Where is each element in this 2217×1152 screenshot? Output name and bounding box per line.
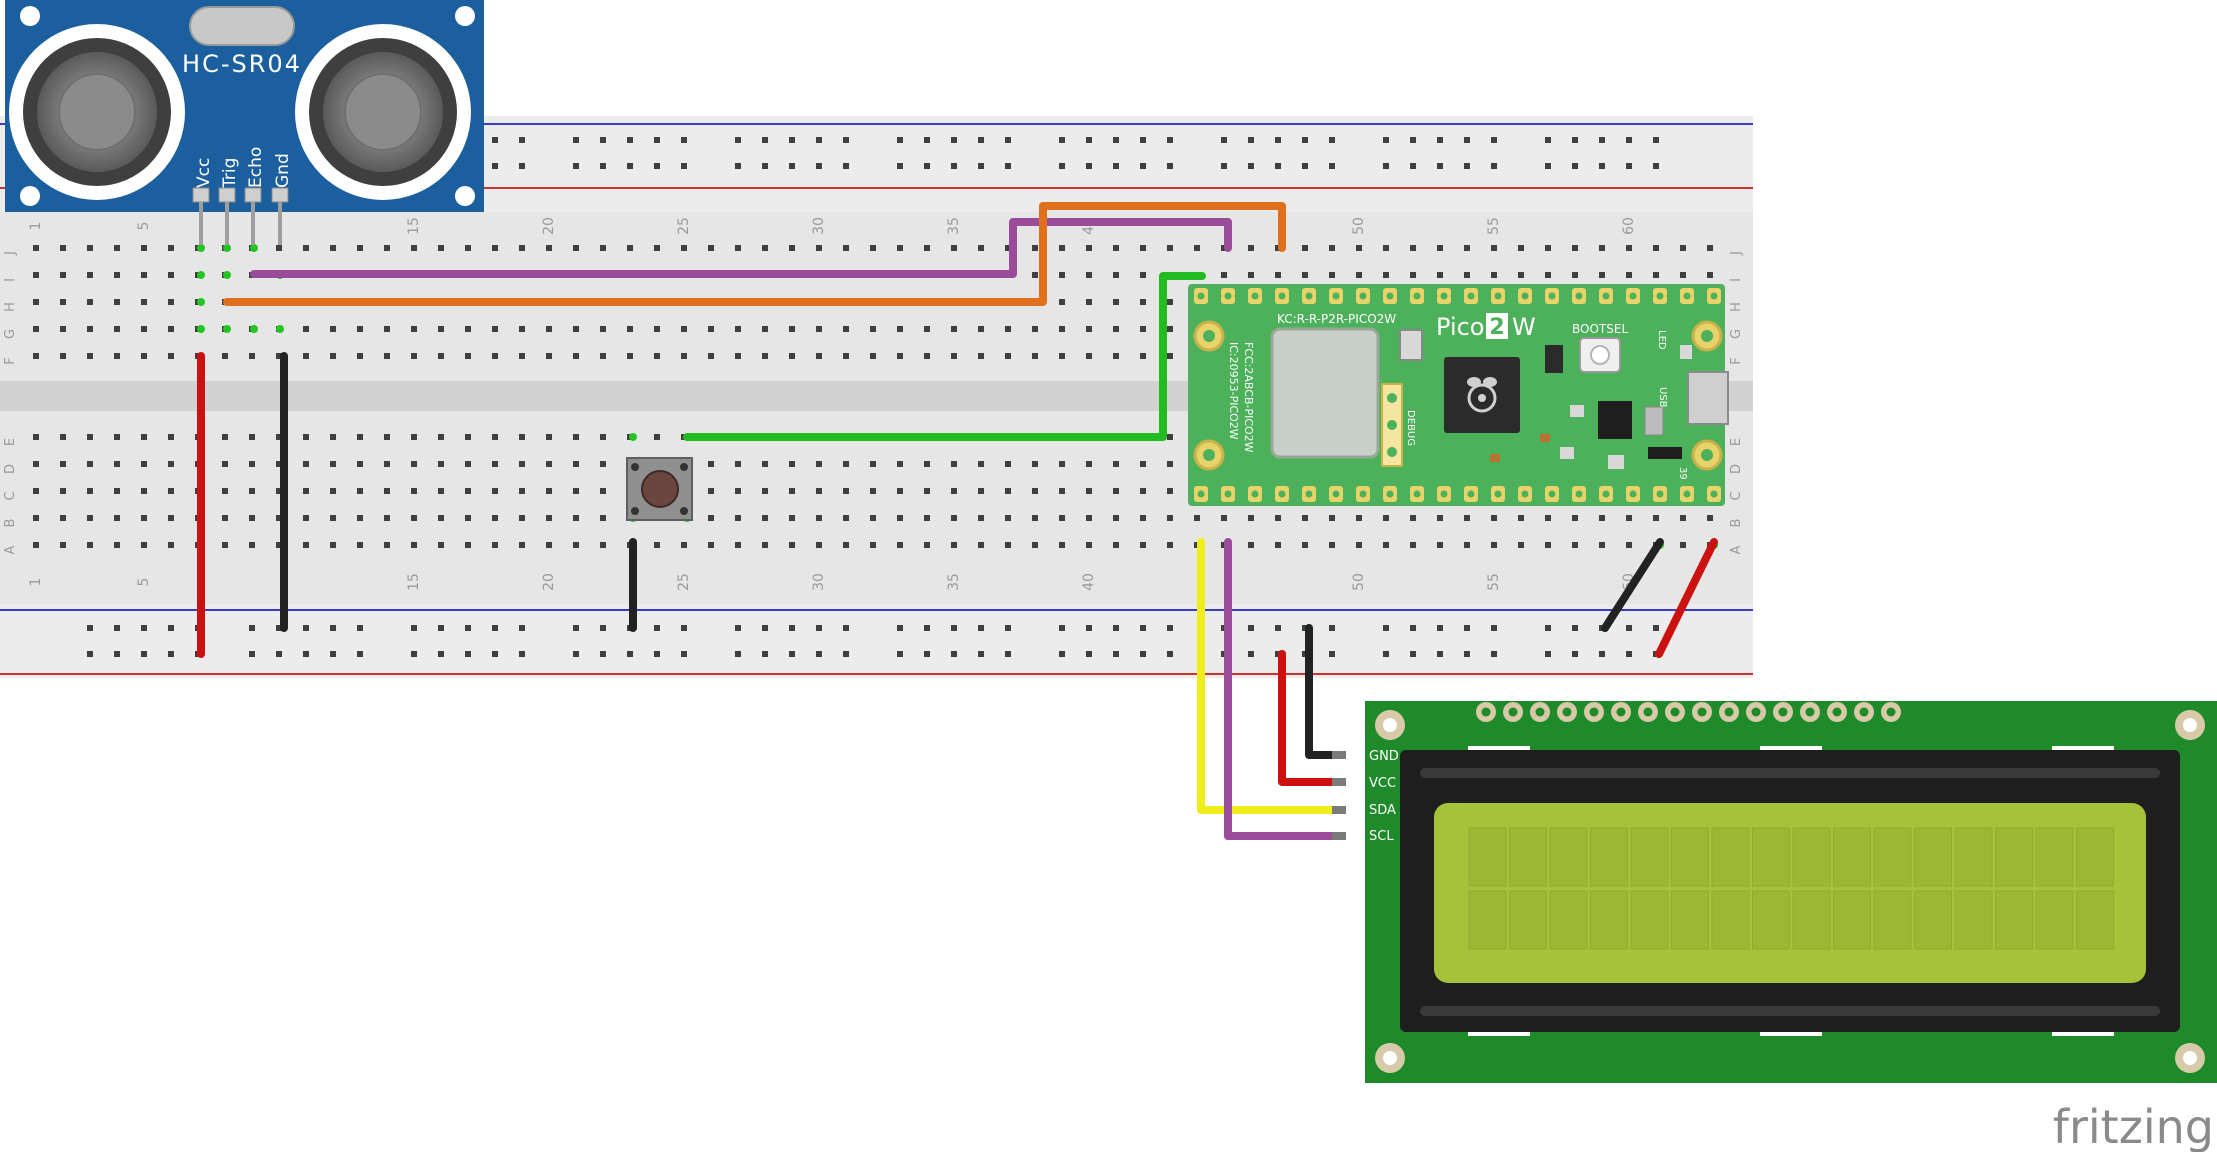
lcd-pin-scl: SCL bbox=[1369, 829, 1394, 844]
column-number: 55 bbox=[1486, 217, 1502, 235]
column-number: 15 bbox=[406, 217, 422, 235]
button-cap[interactable] bbox=[641, 470, 679, 508]
row-letter: J bbox=[1729, 251, 1744, 256]
lcd-wires bbox=[1197, 538, 1339, 840]
row-letter: G bbox=[1729, 329, 1744, 339]
pin-number-label: 39 bbox=[1677, 467, 1688, 480]
wire-echo-purple bbox=[250, 218, 1232, 278]
mount-hole bbox=[20, 186, 40, 206]
sensor-pin-legs bbox=[199, 202, 282, 245]
pico-id-text: KC:R-R-P2R-PICO2W bbox=[1277, 312, 1396, 326]
row-letter: C bbox=[3, 491, 18, 500]
row-letter: A bbox=[1729, 545, 1744, 554]
crystal-oscillator bbox=[189, 6, 295, 46]
column-number: 20 bbox=[541, 573, 557, 591]
column-number: 35 bbox=[946, 217, 962, 235]
pin-label-trig: Trig bbox=[220, 158, 240, 189]
column-number: 1 bbox=[28, 578, 44, 587]
lcd-character-cells bbox=[1468, 827, 2114, 950]
row-letter: H bbox=[3, 302, 18, 312]
row-letter: F bbox=[1729, 357, 1744, 364]
row-letter: G bbox=[3, 329, 18, 339]
row-letter: B bbox=[1729, 519, 1744, 528]
column-number: 40 bbox=[1081, 573, 1097, 591]
row-letter: D bbox=[1729, 464, 1744, 474]
usb-label: USB bbox=[1657, 387, 1668, 408]
ultrasonic-transducer-right bbox=[295, 24, 471, 200]
pico-fcc-text: FCC:2ABCB-PICO2W bbox=[1242, 342, 1255, 453]
row-letter: J bbox=[3, 251, 18, 256]
sensor-model-label: HC-SR04 bbox=[182, 50, 302, 78]
column-number: 15 bbox=[406, 573, 422, 591]
column-number: 5 bbox=[136, 578, 152, 587]
row-letter: I bbox=[1729, 278, 1744, 282]
wire-sda-yellow bbox=[1197, 538, 1339, 814]
wire-scl-purple bbox=[1224, 538, 1339, 840]
raspberry-logo-icon bbox=[1467, 377, 1497, 413]
sensor-header-pins bbox=[192, 187, 289, 203]
bootsel-label: BOOTSEL bbox=[1572, 322, 1628, 336]
pin-label-echo: Echo bbox=[246, 147, 266, 188]
row-letter: C bbox=[1729, 491, 1744, 500]
debug-label: DEBUG bbox=[1405, 410, 1416, 446]
column-number: 30 bbox=[811, 573, 827, 591]
usb-connector[interactable] bbox=[1687, 371, 1729, 425]
fritzing-logo: fritzing bbox=[2053, 1100, 2214, 1152]
column-number: 30 bbox=[811, 217, 827, 235]
row-letter: F bbox=[3, 357, 18, 364]
column-number: 5 bbox=[136, 222, 152, 231]
lcd-16x2-module: GND VCC SDA SCL bbox=[1332, 701, 2217, 1083]
column-number: 25 bbox=[676, 573, 692, 591]
row-letter: I bbox=[3, 278, 18, 282]
column-number: 55 bbox=[1486, 573, 1502, 591]
row-letter: E bbox=[3, 438, 18, 446]
wire-pico-vbus-red bbox=[1655, 538, 1718, 658]
column-number: 1 bbox=[28, 222, 44, 231]
mount-hole bbox=[455, 186, 475, 206]
bottom-power-rail bbox=[0, 604, 1753, 678]
lcd-header-pads bbox=[1476, 702, 1901, 722]
row-letter: B bbox=[3, 519, 18, 528]
ultrasonic-transducer-left bbox=[9, 24, 185, 200]
lcd-pin-vcc: VCC bbox=[1369, 776, 1396, 791]
hc-sr04-sensor: HC-SR04 Vcc Trig Echo Gnd bbox=[5, 0, 484, 245]
push-button[interactable] bbox=[626, 457, 693, 521]
column-number: 60 bbox=[1621, 217, 1637, 235]
lcd-pin-sda: SDA bbox=[1369, 803, 1396, 818]
wire-button-green bbox=[683, 272, 1206, 441]
pico-name-suffix: W bbox=[1512, 313, 1536, 341]
mount-hole bbox=[20, 6, 40, 26]
pico-ic-text: IC:20953-PICO2W bbox=[1227, 342, 1240, 440]
lcd-pin-gnd: GND bbox=[1369, 749, 1399, 764]
led-label: LED bbox=[1656, 330, 1667, 350]
column-number: 35 bbox=[946, 573, 962, 591]
pin-label-vcc: Vcc bbox=[194, 158, 214, 188]
pico-pin-row bbox=[1194, 288, 1721, 502]
row-letter: D bbox=[3, 464, 18, 474]
pico-2w-board: Pico 2 W KC:R-R-P2R-PICO2W BOOTSEL FCC:2… bbox=[1188, 284, 1729, 506]
wire-pico-gnd-black bbox=[1601, 538, 1664, 632]
wires bbox=[197, 202, 1718, 658]
column-number: 50 bbox=[1351, 573, 1367, 591]
column-number: 25 bbox=[676, 217, 692, 235]
wifi-module bbox=[1270, 327, 1380, 459]
wire-lcd-gnd-black bbox=[1305, 624, 1339, 759]
row-letter: A bbox=[3, 545, 18, 554]
mount-hole bbox=[455, 6, 475, 26]
pico-name: Pico bbox=[1436, 313, 1485, 341]
row-letters: J J I I H H G G F F E E D D C C B B A A bbox=[3, 251, 1744, 554]
row-letter: H bbox=[1729, 302, 1744, 312]
wire-trig-orange bbox=[223, 202, 1286, 306]
row-letter: E bbox=[1729, 438, 1744, 446]
wire-lcd-vcc-red bbox=[1278, 650, 1339, 786]
column-number: 50 bbox=[1351, 217, 1367, 235]
pico-name-number: 2 bbox=[1489, 315, 1504, 340]
column-number: 20 bbox=[541, 217, 557, 235]
pin-label-gnd: Gnd bbox=[273, 153, 293, 188]
